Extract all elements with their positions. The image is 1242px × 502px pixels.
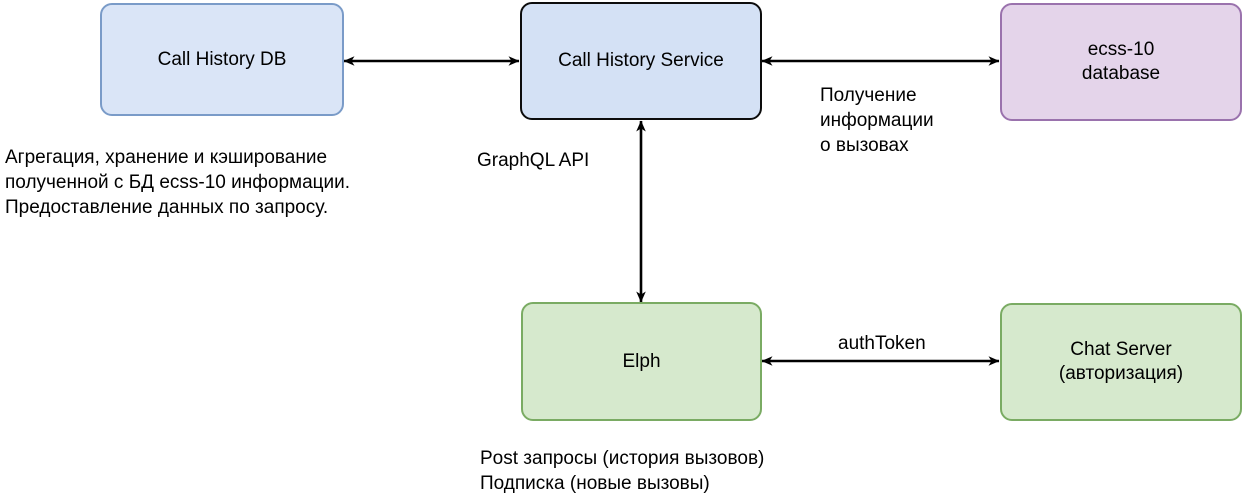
node-ecss-10-database[interactable]: ecss-10 database <box>1000 3 1242 121</box>
node-chat-server-label: Chat Server (авторизация) <box>1058 339 1184 384</box>
node-elph-label: Elph <box>622 350 661 372</box>
node-call-history-db-label: Call History DB <box>157 48 287 70</box>
node-call-history-db[interactable]: Call History DB <box>100 3 344 116</box>
node-call-history-service-label: Call History Service <box>558 50 724 71</box>
edge-label-poluchenie-informacii: Получение информации о вызовах <box>820 85 934 156</box>
edge-label-auth-token: authToken <box>838 333 926 354</box>
caption-call-history-db: Агрегация, хранение и кэширование получе… <box>5 147 351 218</box>
node-ecss-10-database-label: ecss-10 database <box>1081 39 1161 84</box>
edge-label-graphql-api: GraphQL API <box>477 150 590 171</box>
caption-elph: Post запросы (история вызовов) Подписка … <box>480 448 765 494</box>
node-elph[interactable]: Elph <box>521 302 762 421</box>
node-call-history-service[interactable]: Call History Service <box>520 2 762 120</box>
node-chat-server[interactable]: Chat Server (авторизация) <box>1000 303 1242 421</box>
